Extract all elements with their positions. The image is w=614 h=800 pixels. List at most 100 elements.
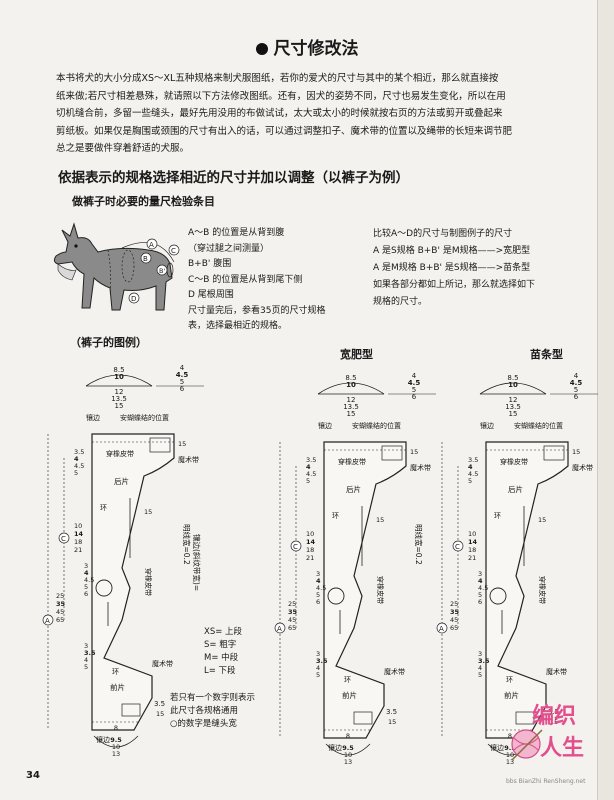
pattern-label-velcro: 魔术带 [152, 659, 173, 668]
pattern-dim-bottom: 8 [508, 732, 512, 740]
pattern-dim-a: 25 [450, 600, 458, 608]
svg-text:明线宽=0.2: 明线宽=0.2 [414, 524, 424, 565]
figure-label-wide: 宽肥型 [340, 348, 373, 361]
inseam-note-example: 镶边(斜纹带宽)= [192, 534, 202, 591]
pattern-dim-a: 65 [288, 624, 296, 632]
pattern-dim-right: 4 [412, 372, 417, 380]
pattern-label-belt: 穿橡皮带 [500, 457, 528, 466]
pattern-seam: 15 [388, 718, 396, 726]
pattern-dim-bottom: 9.5 [342, 744, 354, 752]
pattern-label-back: 后片 [508, 484, 523, 494]
pattern-dim-mid: 4.5 [84, 576, 94, 584]
pattern-seam: 15 [538, 516, 546, 524]
pattern-dim-c: 14 [468, 538, 478, 546]
pattern-seam: 15 [376, 516, 384, 524]
pattern-label-hem: 镶边 [318, 421, 332, 430]
pattern-dim-mid: 6 [478, 598, 482, 606]
pattern-label-belt-vertical: 穿橡皮带 [376, 576, 385, 604]
measurement-item: C～B 的位置是从背到尾下侧 [188, 274, 303, 285]
pattern-seam: 15 [410, 448, 418, 456]
pattern-dim-lower: 4 [478, 664, 482, 672]
pattern-dim-mid: 4.5 [478, 584, 488, 592]
pattern-label-velcro: 魔术带 [178, 455, 199, 464]
pattern-dim-bottom: 8 [114, 724, 118, 732]
pattern-dim-left: 3.5 [468, 456, 478, 464]
measurement-item: 表，选择最相近的规格。 [188, 321, 288, 331]
pattern-dim-mid: 3 [316, 570, 320, 578]
svg-text:明线宽=0.2: 明线宽=0.2 [182, 524, 192, 565]
pattern-dim-left: 4.5 [468, 470, 478, 478]
measurement-item: A～B 的位置是从背到腹 [188, 228, 285, 238]
comparison-item: A 是S规格 B+B' 是M规格——>宽肥型 [373, 246, 531, 256]
pattern-dim-lower: 4 [316, 664, 320, 672]
pattern-label-bow: 安蝴蝶结的位置 [352, 421, 401, 430]
pattern-dim-top: 12 [115, 388, 124, 396]
pattern-dim-bottom: 13 [506, 758, 514, 766]
pattern-dim-left: 3.5 [306, 456, 316, 464]
pattern-marker-c: C [293, 543, 298, 551]
pattern-dim-a: 45 [288, 616, 296, 624]
pattern-dim-right: 4.5 [176, 371, 189, 379]
pattern-marker-a: A [277, 625, 282, 633]
pattern-dim-left: 4 [74, 455, 79, 463]
pattern-dim-a: 65 [56, 616, 64, 624]
pattern-dim-a: 65 [450, 624, 458, 632]
svg-text:镶边(斜纹带宽)=: 镶边(斜纹带宽)= [192, 534, 202, 591]
pattern-dim-a: 45 [56, 608, 64, 616]
pattern-dim-c: 14 [306, 538, 316, 546]
pattern-label-ring: 环 [112, 668, 119, 676]
pattern-dim-lower: 5 [478, 671, 482, 679]
pattern-dim-bottom: 9.5 [504, 744, 516, 752]
pattern-seam: 15 [156, 710, 164, 718]
pattern-dim-left: 4 [306, 463, 311, 471]
pattern-dim-top: 13.5 [343, 403, 359, 411]
measurement-item: 尺寸量完后，参看35页的尺寸规格 [188, 305, 326, 316]
pattern-dim-a: 35 [288, 608, 298, 616]
pattern-label-back: 后片 [114, 476, 129, 486]
pattern-dim-top: 12 [347, 396, 356, 404]
dog-label: A [149, 241, 154, 249]
pattern-dim-lower: 5 [316, 671, 320, 679]
pattern-label-bow: 安蝴蝶结的位置 [120, 413, 169, 422]
pattern-slim: 8.5 10 12 13.5 15 4 4.5 5 6 镶边 安蝴蝶结的位置 穿… [436, 372, 598, 766]
logo-text: 人生 [540, 736, 585, 761]
pattern-dim-mid: 4.5 [316, 584, 326, 592]
pattern-dim-top: 10 [114, 373, 124, 381]
intro-line: 本书将犬的大小分成XS～XL五种规格来制犬服图纸，若你的爱犬的尺寸与其中的某个相… [56, 73, 499, 84]
size-note: 若只有一个数字则表示 此尺寸各规格通用 ○的数字是缝头宽 [170, 692, 255, 731]
pattern-dim-top: 13.5 [111, 395, 127, 403]
pattern-dim-left: 3.5 [74, 448, 84, 456]
pattern-dim-top: 8.5 [507, 374, 518, 382]
section-heading: 依据表示的规格选择相近的尺寸并加以调整（以裤子为例） [58, 170, 409, 186]
pattern-dim-mid: 3 [478, 570, 482, 578]
pattern-dim-a: 45 [450, 616, 458, 624]
pattern-label-back: 后片 [346, 484, 361, 494]
pattern-dim-lower: 3 [316, 650, 320, 658]
pattern-label-bow: 安蝴蝶结的位置 [514, 421, 563, 430]
pattern-dim-left: 5 [306, 477, 310, 485]
pattern-label-belt: 穿橡皮带 [106, 449, 134, 458]
pattern-dim-c: 18 [74, 538, 82, 546]
pattern-dim-top: 10 [508, 381, 518, 389]
pattern-dim-bottom: 10 [506, 751, 514, 759]
pattern-dim-c: 10 [468, 530, 476, 538]
legend-item: L= 下段 [204, 666, 236, 676]
pattern-dim-a: 35 [56, 600, 66, 608]
pattern-dim-right: 5 [412, 386, 416, 394]
pattern-dim-lower: 5 [84, 663, 88, 671]
pattern-dim-lower: 3.5 [84, 649, 96, 657]
pattern-dim-mid: 4 [316, 577, 321, 585]
pattern-dim-bottom: 8 [346, 732, 350, 740]
pattern-dim-lower: 3.5 [316, 657, 328, 665]
pattern-label-belt-vertical: 穿橡皮带 [538, 576, 547, 604]
page-title: 尺寸修改法 [0, 34, 614, 59]
pattern-dim-top: 10 [346, 381, 356, 389]
stitch-note-example: 明线宽=0.2 [182, 524, 192, 565]
note-line: 此尺寸各规格通用 [170, 706, 239, 716]
pattern-dim-c: 10 [74, 522, 82, 530]
pattern-dim-top: 13.5 [505, 403, 521, 411]
pattern-dim-c: 18 [468, 546, 476, 554]
pattern-dim-bottom: 9.5 [110, 736, 122, 744]
measurement-item: B+B' 腹围 [188, 259, 232, 269]
pattern-label-velcro: 魔术带 [572, 463, 593, 472]
